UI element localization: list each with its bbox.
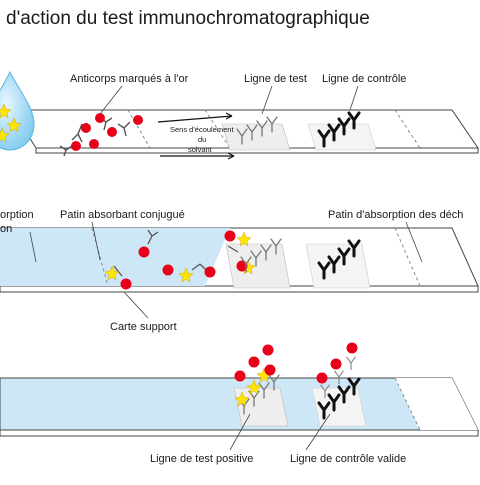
antibody-icon — [191, 263, 201, 271]
gold-particle — [120, 278, 132, 290]
antibody-icon — [63, 149, 67, 157]
antibody-icon — [147, 235, 153, 245]
label-gold-antibodies: Anticorps marqués à l'or — [70, 73, 189, 85]
gold-antibodies-1 — [59, 117, 131, 157]
test-line-zone-2 — [225, 243, 291, 289]
antigen-star-icon — [104, 265, 120, 281]
pad-divider — [127, 109, 151, 149]
label-leader — [123, 291, 149, 319]
label-test-line: Ligne de test — [244, 73, 307, 85]
label-control-line: Ligne de contrôle — [322, 73, 406, 85]
antigens-2 — [104, 231, 256, 283]
panel-3-strip — [0, 377, 479, 437]
test-line-zone-1 — [221, 123, 291, 151]
antibody-icon — [71, 133, 79, 141]
sample-drop — [0, 70, 35, 151]
arrowhead — [227, 152, 235, 160]
gold-particle — [107, 127, 117, 137]
antigen-star-icon — [234, 391, 250, 407]
pad-divider — [91, 227, 109, 287]
antigen-star-icon — [236, 231, 252, 247]
pad-divider — [394, 109, 421, 149]
gold-particle — [204, 266, 216, 278]
dry-end-3 — [395, 378, 478, 430]
gold-particle — [264, 364, 276, 376]
pad-divider — [394, 377, 421, 431]
antibody-icon — [113, 265, 123, 277]
antibody-icon — [77, 123, 83, 135]
gold-particle — [262, 344, 274, 356]
gold-particle — [71, 141, 81, 151]
gold-particle — [138, 246, 150, 258]
antigen-star-icon — [0, 127, 10, 143]
gold-particles-1 — [71, 113, 143, 151]
arrow-right-icon — [157, 115, 233, 123]
label-leader — [405, 221, 423, 263]
arrowhead — [225, 112, 233, 120]
antibody-icon — [103, 121, 107, 131]
diagram-title: d'action du test immunochromatographique — [6, 8, 370, 29]
label-positive-test-line: Ligne de test positive — [150, 453, 253, 465]
water-drop-icon — [0, 70, 35, 151]
label-sample-pad-1: orption — [0, 209, 34, 221]
antibody-icon — [59, 145, 67, 151]
gold-particle — [330, 358, 342, 370]
antigen-star-icon — [178, 267, 194, 283]
antigen-star-icon — [6, 117, 22, 133]
label-leader — [261, 85, 273, 115]
antibody-icon — [117, 123, 125, 129]
label-valid-control-line: Ligne de contrôle valide — [290, 453, 406, 465]
gold-particle — [248, 356, 260, 368]
antibody-icon — [199, 263, 207, 271]
antibody-icon — [123, 121, 131, 129]
gold-particle — [95, 113, 105, 123]
antibody-icon — [147, 229, 153, 237]
gold-particle — [346, 342, 358, 354]
label-leader — [29, 231, 37, 263]
label-sample-pad-2: on — [0, 223, 12, 235]
gold-particle — [81, 123, 91, 133]
label-flow-2: du — [198, 135, 206, 144]
label-conjugate-pad: Patin absorbant conjugué — [60, 209, 185, 221]
label-leader — [91, 221, 101, 261]
antibody-icon — [105, 117, 113, 123]
gold-particle — [224, 230, 236, 242]
gold-antibodies-2 — [113, 229, 239, 277]
pad-divider — [204, 109, 231, 149]
antibody-icon — [77, 133, 83, 143]
label-leader — [99, 85, 123, 115]
gold-particle — [234, 370, 246, 382]
gold-particle — [162, 264, 174, 276]
label-flow-1: Sens d'écoulement — [170, 125, 234, 134]
label-waste-pad: Patin d'absorption des déch — [328, 209, 463, 221]
gold-particle — [133, 115, 143, 125]
antibody-icon — [123, 127, 127, 137]
antibody-icon — [227, 245, 239, 253]
label-leader — [305, 413, 331, 451]
flow-arrows — [157, 112, 235, 160]
label-leader — [229, 413, 251, 451]
control-line-zone-1 — [307, 123, 377, 151]
positive-test-line — [234, 344, 280, 415]
control-line-zone-2 — [305, 243, 371, 289]
valid-control-line — [316, 342, 361, 420]
label-flow-3: solvant — [188, 145, 213, 154]
antigen-star-icon — [246, 379, 262, 395]
antigen-star-icon — [0, 103, 12, 119]
gold-particle — [316, 372, 328, 384]
antibody-icon — [151, 231, 159, 237]
pad-divider — [394, 227, 421, 287]
label-leader — [349, 85, 359, 111]
gold-particle — [89, 139, 99, 149]
antibody-icon — [65, 145, 73, 151]
label-backing-card: Carte support — [110, 321, 177, 333]
